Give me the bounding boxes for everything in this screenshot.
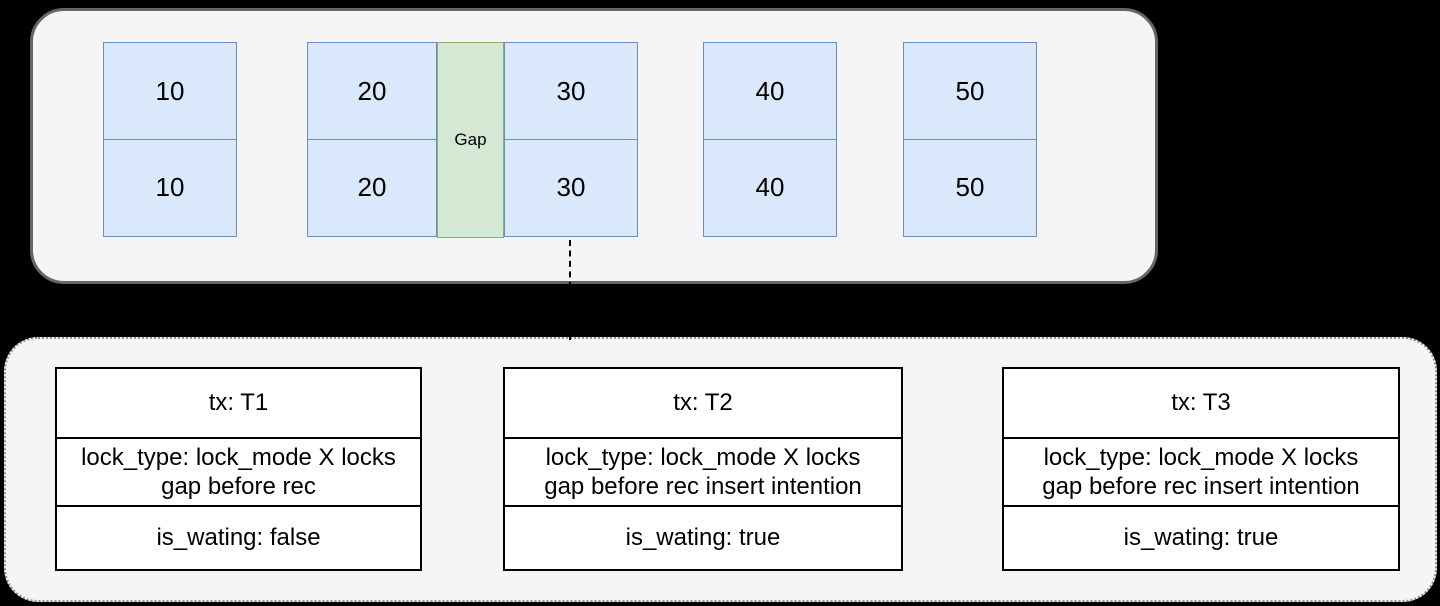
record-value: 40 [755,75,785,106]
record-cell: 50 [903,42,1037,140]
tx-lock-type-text: lock_type: lock_mode X locks gap before … [1042,444,1360,500]
record-value: 40 [755,172,785,202]
gap-label: Gap [454,130,487,149]
tx-is-waiting-text: is_wating: true [625,524,781,551]
record-cell: 40 [703,42,837,140]
tx-lock-type-row: lock_type: lock_mode X locks gap before … [505,437,901,505]
tx-id-text: tx: T3 [1171,389,1231,416]
record-column-30: 30 30 [504,42,638,237]
record-column-20: 20 20 [307,42,437,237]
record-cell: 20 [307,42,437,140]
transaction-card-t2: tx: T2 lock_type: lock_mode X locks gap … [503,367,903,571]
tx-lock-type-text: lock_type: lock_mode X locks gap before … [544,444,862,500]
record-cell: 10 [103,138,237,237]
record-value: 10 [155,75,185,106]
tx-id-row: tx: T3 [1004,369,1398,437]
tx-id-text: tx: T1 [208,389,269,416]
record-value: 20 [357,75,387,106]
dashed-connector-line [569,240,571,340]
transaction-card-t1: tx: T1 lock_type: lock_mode X locks gap … [55,367,422,571]
gap-box: Gap [437,42,504,238]
tx-id-row: tx: T2 [505,369,901,437]
record-cell: 40 [703,138,837,237]
tx-lock-type-text: lock_type: lock_mode X locks gap before … [81,444,396,500]
tx-lock-type-row: lock_type: lock_mode X locks gap before … [57,437,420,505]
tx-is-waiting-text: is_wating: false [156,524,321,551]
record-cell: 10 [103,42,237,140]
record-value: 20 [357,172,387,202]
record-value: 30 [556,75,586,106]
tx-id-row: tx: T1 [57,369,420,437]
record-cell: 20 [307,138,437,237]
record-cell: 30 [504,138,638,237]
record-column-10: 10 10 [103,42,237,237]
record-cell: 50 [903,138,1037,237]
tx-lock-type-row: lock_type: lock_mode X locks gap before … [1004,437,1398,505]
record-value: 50 [955,75,985,106]
tx-is-waiting-row: is_wating: true [1004,505,1398,569]
tx-is-waiting-text: is_wating: true [1123,524,1279,551]
record-value: 10 [155,172,185,202]
tx-is-waiting-row: is_wating: false [57,505,420,569]
record-column-50: 50 50 [903,42,1037,237]
tx-is-waiting-row: is_wating: true [505,505,901,569]
record-column-40: 40 40 [703,42,837,237]
record-value: 30 [556,172,586,202]
record-value: 50 [955,172,985,202]
tx-id-text: tx: T2 [673,389,733,416]
transaction-card-t3: tx: T3 lock_type: lock_mode X locks gap … [1002,367,1400,571]
record-cell: 30 [504,42,638,140]
